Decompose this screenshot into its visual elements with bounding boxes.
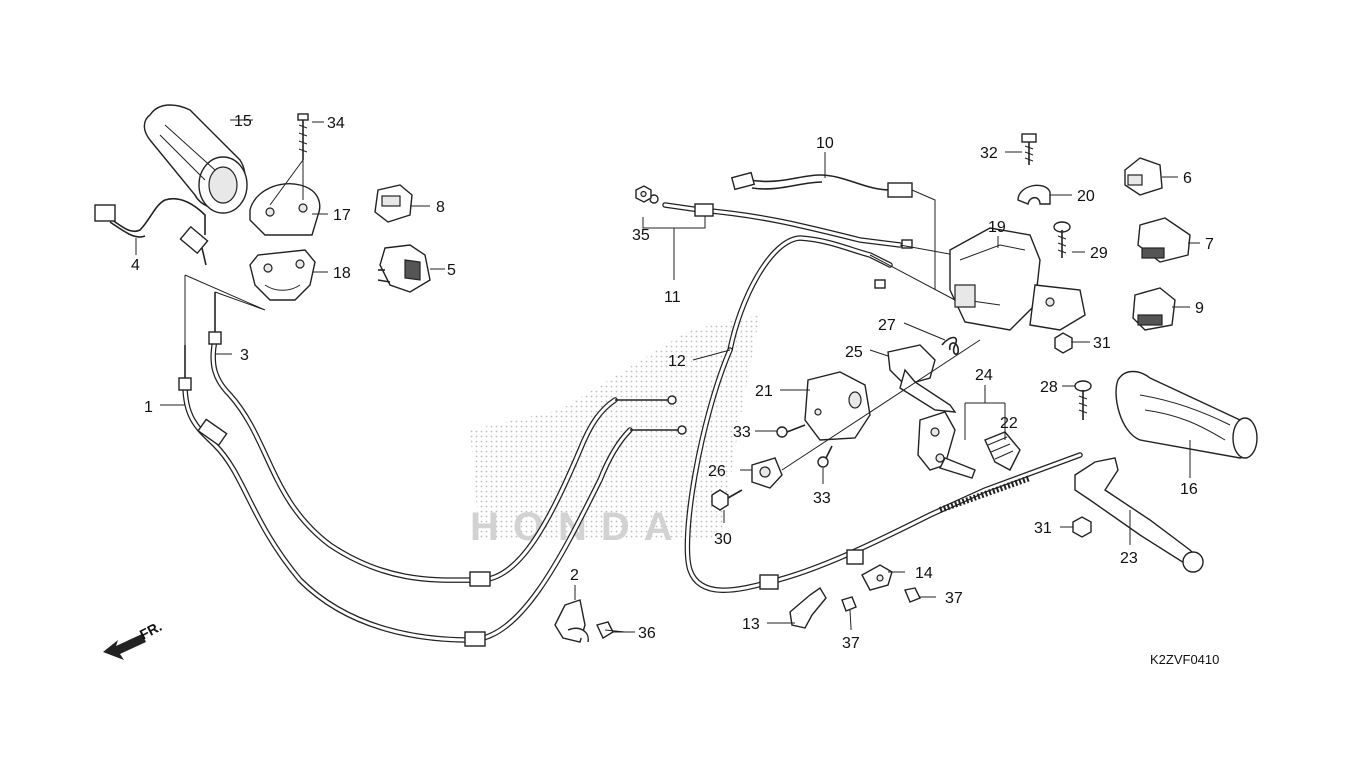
callout-1: 1: [144, 399, 153, 416]
callout-20: 20: [1077, 188, 1095, 205]
screw-34: [269, 113, 309, 206]
callout-33-lower: 33: [813, 490, 831, 507]
switch-housing-lower: [249, 249, 316, 301]
switch-8: [374, 184, 413, 223]
cable-adjuster: [469, 571, 491, 587]
nut-31-lower: [1072, 516, 1092, 538]
callout-4: 4: [131, 257, 140, 274]
connector: [94, 204, 116, 222]
nut-31-upper: [1054, 332, 1073, 354]
switch-housing-upper: [249, 183, 321, 236]
washer-26: [751, 339, 981, 489]
callout-16: 16: [1180, 481, 1198, 498]
callout-9: 9: [1195, 300, 1204, 317]
callout-5: 5: [447, 262, 456, 279]
spring-27: [941, 336, 960, 355]
callout-34: 34: [327, 115, 345, 132]
cable-end-fitting: [208, 331, 222, 345]
cable-clamp-14: [861, 564, 893, 591]
bolt-30: [711, 489, 743, 511]
callout-21: 21: [755, 383, 773, 400]
nut-35: [635, 185, 652, 203]
callout-13: 13: [742, 616, 760, 633]
lever-bracket-housing: [949, 227, 1086, 331]
switch-7: [1137, 217, 1191, 263]
callout-6: 6: [1183, 170, 1192, 187]
callout-15: 15: [234, 113, 252, 130]
terminal: [730, 171, 756, 191]
callout-3: 3: [240, 347, 249, 364]
callout-29: 29: [1090, 245, 1108, 262]
callout-27: 27: [878, 317, 896, 334]
cable-adjuster: [759, 574, 779, 590]
leader-lines: [135, 119, 1200, 633]
front-direction-arrow-icon: FR.: [103, 618, 164, 660]
screw-28: [1074, 380, 1092, 420]
connector: [179, 225, 209, 255]
cable-clamp-13: [789, 586, 827, 629]
cable-end-fitting: [178, 377, 192, 391]
callout-26: 26: [708, 463, 726, 480]
callout-31-lower: 31: [1034, 520, 1052, 537]
callout-30: 30: [714, 531, 732, 548]
bolt-32: [1021, 133, 1037, 165]
bolt-36: [596, 621, 626, 640]
screw-29: [1053, 221, 1071, 258]
callout-23: 23: [1120, 550, 1138, 567]
honda-watermark: HONDA: [470, 315, 760, 549]
switch-6: [1124, 157, 1163, 196]
callout-37-right: 37: [945, 590, 963, 607]
switch-9: [1132, 287, 1176, 331]
brake-cable-assy: [649, 194, 1083, 593]
boot-22: [984, 431, 1021, 471]
throttle-cable-assy: [178, 274, 687, 647]
callout-35: 35: [632, 227, 650, 244]
callout-32: 32: [980, 145, 998, 162]
callout-10: 10: [816, 135, 834, 152]
callout-19: 19: [988, 219, 1006, 236]
switch-5: [377, 244, 431, 293]
switch-wire-10: [730, 171, 936, 290]
switch-wire-harness: [94, 197, 209, 266]
callout-25: 25: [845, 344, 863, 361]
callout-11: 11: [664, 289, 681, 306]
callout-24: 24: [975, 367, 993, 384]
connector: [887, 182, 913, 198]
parking-bracket-25: [887, 344, 957, 413]
cable-adjuster: [846, 549, 864, 565]
callout-numbers: 1 2 3 4 5 6 7 8 9 10 11 12 13 14 15 16 1…: [131, 113, 1214, 652]
plate-21: [804, 371, 871, 441]
clamp-20: [1017, 184, 1051, 205]
cable-adjuster: [694, 203, 714, 217]
callout-7: 7: [1205, 236, 1214, 253]
callout-22: 22: [1000, 415, 1018, 432]
cable-adjuster: [197, 418, 228, 447]
handlebar-grip-16: [1115, 370, 1258, 459]
brake-lever-23: [1074, 457, 1204, 573]
callout-31-upper: 31: [1093, 335, 1111, 352]
callout-37-left: 37: [842, 635, 860, 652]
callout-33-upper: 33: [733, 424, 751, 441]
diagram-code: K2ZVF0410: [1150, 652, 1219, 667]
callout-2: 2: [570, 567, 579, 584]
callout-14: 14: [915, 565, 933, 582]
callout-8: 8: [436, 199, 445, 216]
callout-12: 12: [668, 353, 686, 370]
bolt-37-right: [904, 587, 936, 603]
callout-18: 18: [333, 265, 351, 282]
bolt-37-left: [841, 596, 857, 629]
screw-33-upper: [776, 424, 806, 438]
callout-28: 28: [1040, 379, 1058, 396]
screw-33-lower: [817, 445, 833, 468]
throttle-grip: [143, 104, 248, 214]
callout-17: 17: [333, 207, 351, 224]
cable-guide-bracket: [554, 599, 589, 643]
parking-lock-arm-24: [917, 411, 976, 479]
cable-adjuster: [464, 631, 486, 647]
callout-36: 36: [638, 625, 656, 642]
